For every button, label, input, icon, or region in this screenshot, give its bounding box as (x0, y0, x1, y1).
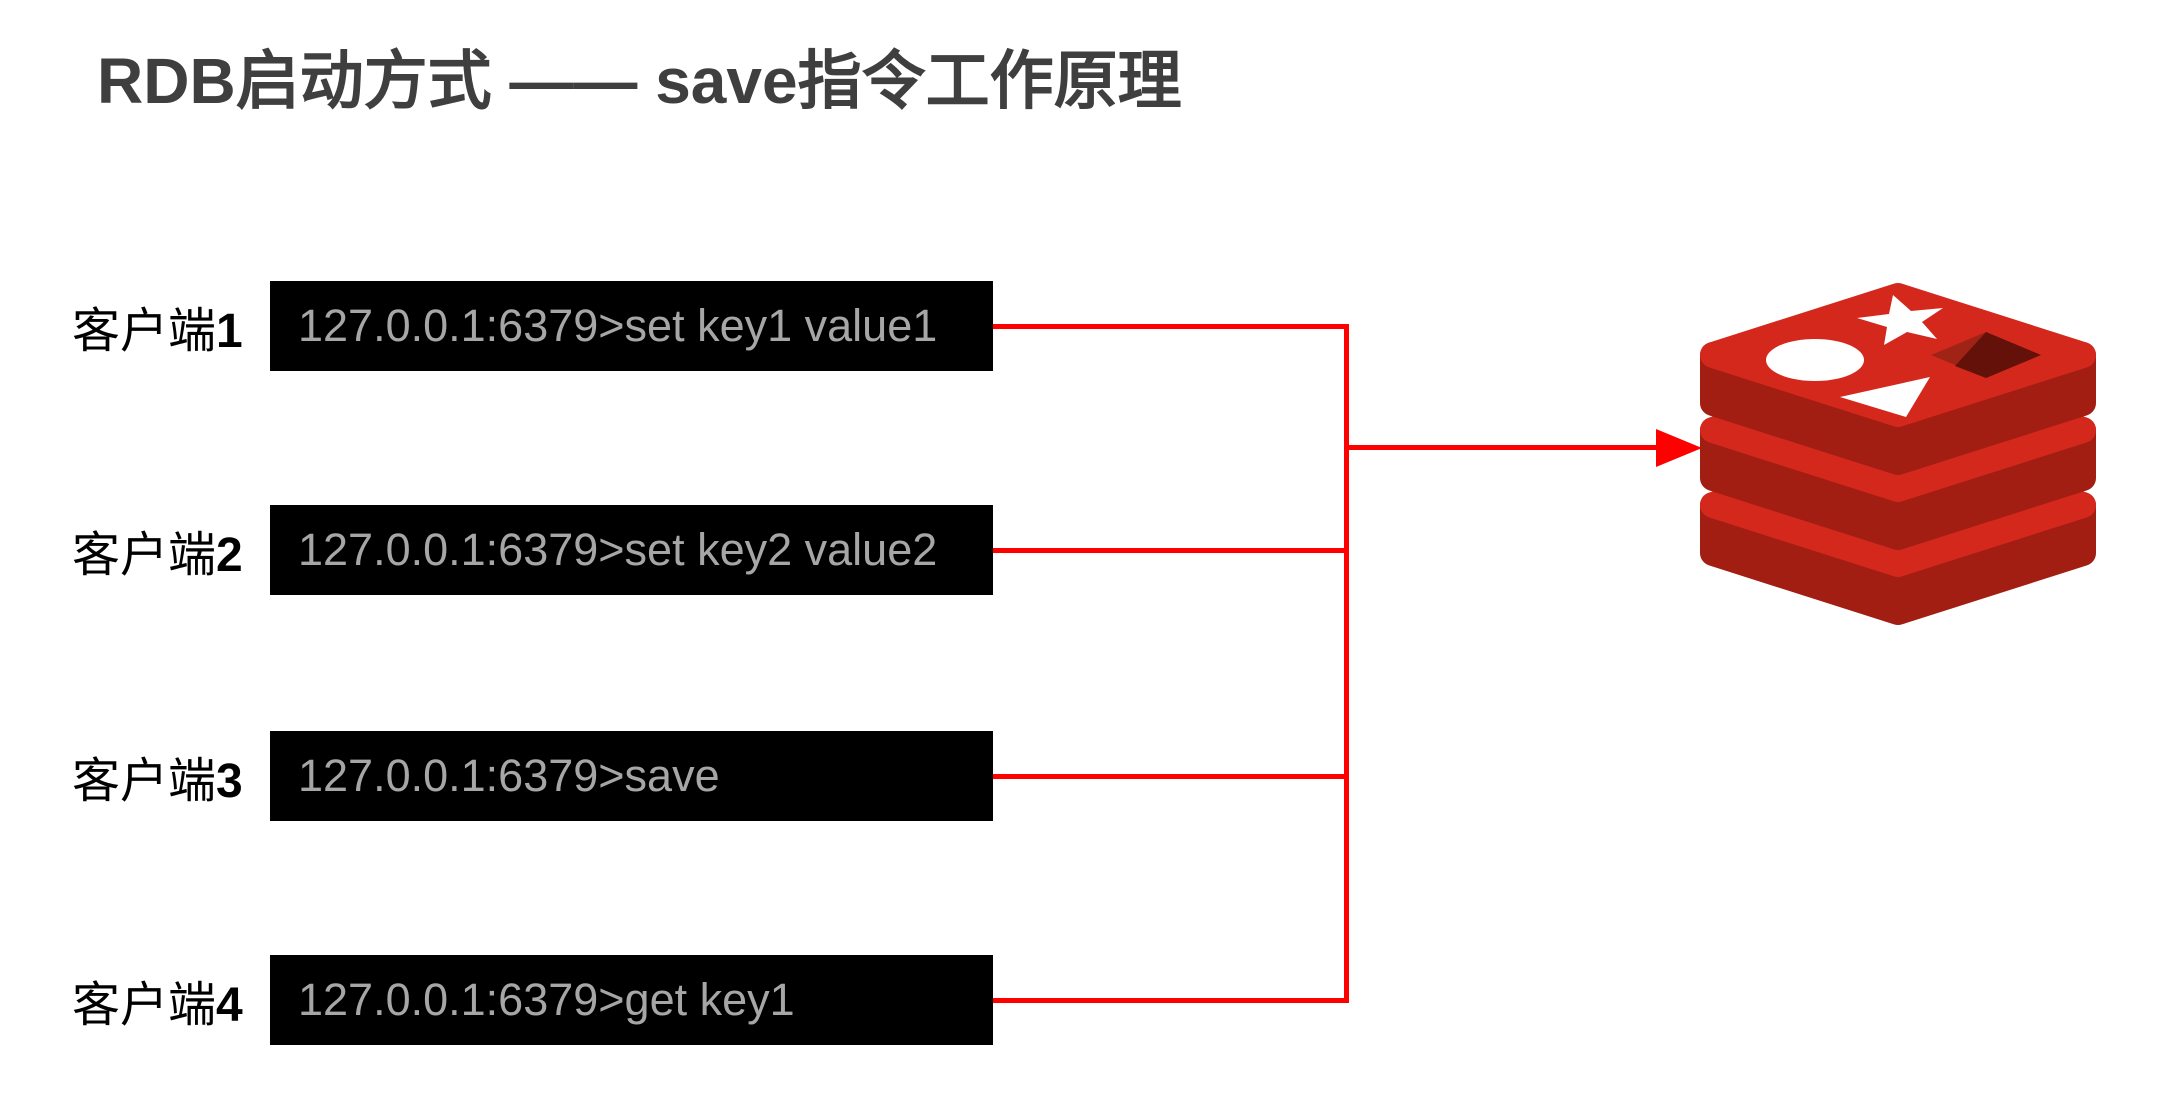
client-label-4: 客户端4 (72, 965, 270, 1035)
client-row-4: 客户端4 127.0.0.1:6379>get key1 (72, 955, 993, 1045)
client-label-1: 客户端1 (72, 291, 270, 361)
connector-trunk (1344, 324, 1349, 1003)
client-row-1: 客户端1 127.0.0.1:6379>set key1 value1 (72, 281, 993, 371)
client-label-2: 客户端2 (72, 515, 270, 585)
client-label-number: 4 (216, 979, 243, 1032)
triangle-shape-icon (1840, 377, 1930, 417)
connector-line-1 (993, 324, 1349, 329)
terminal-command: 127.0.0.1:6379>set key2 value2 (298, 524, 938, 575)
client-row-2: 客户端2 127.0.0.1:6379>set key2 value2 (72, 505, 993, 595)
client-label-text: 客户端 (72, 305, 217, 358)
connector-line-2 (993, 548, 1349, 553)
terminal-box-1: 127.0.0.1:6379>set key1 value1 (270, 281, 993, 371)
connector-line-3 (993, 774, 1349, 779)
client-label-number: 1 (216, 305, 243, 358)
redis-logo-icon (1700, 283, 2096, 625)
terminal-box-4: 127.0.0.1:6379>get key1 (270, 955, 993, 1045)
terminal-command: 127.0.0.1:6379>save (298, 750, 720, 801)
redis-slabs (1700, 283, 2096, 625)
terminal-box-2: 127.0.0.1:6379>set key2 value2 (270, 505, 993, 595)
client-label-3: 客户端3 (72, 741, 270, 811)
terminal-box-3: 127.0.0.1:6379>save (270, 731, 993, 821)
terminal-command: 127.0.0.1:6379>get key1 (298, 974, 795, 1025)
client-label-number: 3 (216, 755, 243, 808)
client-label-number: 2 (216, 529, 243, 582)
client-label-text: 客户端 (72, 529, 217, 582)
client-label-text: 客户端 (72, 755, 217, 808)
arrowhead-icon (1656, 429, 1702, 467)
terminal-command: 127.0.0.1:6379>set key1 value1 (298, 300, 938, 351)
client-row-3: 客户端3 127.0.0.1:6379>save (72, 731, 993, 821)
arrow-to-redis-shaft (1347, 445, 1658, 450)
redis-top-decorations (1766, 295, 2041, 417)
page-title: RDB启动方式 —— save指令工作原理 (97, 45, 1182, 117)
square-hole-core (1955, 332, 2041, 378)
client-label-text: 客户端 (72, 979, 217, 1032)
circle-shape-icon (1766, 339, 1864, 381)
redis-slab-top-face (1700, 283, 2096, 427)
connector-line-4 (993, 998, 1349, 1003)
star-shape-icon (1857, 295, 1943, 345)
